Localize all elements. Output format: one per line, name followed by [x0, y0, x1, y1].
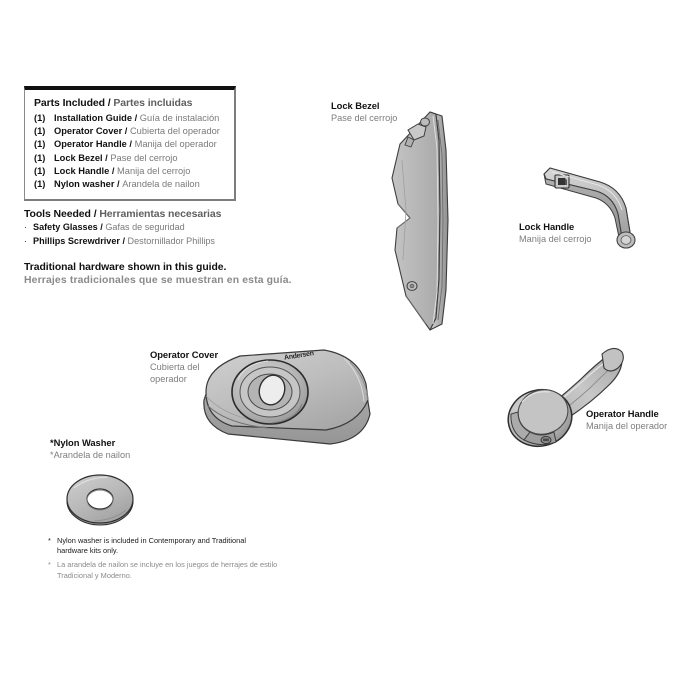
- part-name-es: Pase del cerrojo: [110, 152, 178, 163]
- tools-needed-title: Tools Needed / Herramientas necesarias: [24, 208, 304, 220]
- callout-label-es: Pase del cerrojo: [331, 113, 398, 123]
- callout-label-es: Manija del cerrojo: [519, 234, 592, 244]
- parts-list-item: (1)Operator Cover / Cubierta del operado…: [34, 125, 225, 138]
- tools-list-item: ·Safety Glasses / Gafas de seguridad: [24, 222, 185, 232]
- footnote-es: * La arandela de nailon se incluye en los…: [48, 560, 278, 580]
- part-name-en: Nylon washer: [54, 179, 115, 190]
- footnote-en: * Nylon washer is included in Contemporar…: [48, 536, 278, 556]
- part-name-en: Lock Bezel: [54, 152, 103, 163]
- callout-label-en: Operator Cover: [150, 349, 219, 360]
- tools-title-separator: /: [90, 208, 100, 220]
- callout-operator-cover: Operator Cover Cubierta del operador: [150, 349, 218, 385]
- tool-name-es: Gafas de seguridad: [105, 222, 185, 232]
- parts-title-es: Partes incluidas: [113, 97, 193, 109]
- part-name-es: Cubierta del operador: [129, 126, 220, 137]
- part-quantity: (1): [34, 179, 46, 190]
- callout-label-es-line1: Cubierta del: [150, 362, 200, 372]
- callout-label-es: *Arandela de nailon: [50, 450, 131, 460]
- callout-operator-handle: Operator Handle Manija del operador: [586, 408, 667, 432]
- traditional-hardware-note: Traditional hardware shown in this guide…: [24, 262, 354, 286]
- tools-list-item: ·Phillips Screwdriver / Destornillador P…: [24, 236, 215, 246]
- bullet-icon: ·: [24, 222, 28, 232]
- part-quantity: (1): [34, 152, 46, 163]
- part-quantity: (1): [34, 126, 46, 137]
- part-name-en: Installation Guide: [54, 113, 132, 123]
- operator-handle-drawing: [498, 340, 628, 455]
- callout-label-en: Lock Handle: [519, 221, 575, 232]
- callout-label-en: Lock Bezel: [331, 100, 380, 111]
- nylon-washer-drawing: [60, 470, 140, 528]
- part-quantity: (1): [34, 165, 46, 176]
- callout-label-en: *Nylon Washer: [50, 437, 116, 448]
- part-name-en: Operator Handle: [54, 139, 127, 150]
- tool-name-es: Destornillador Phillips: [127, 236, 215, 246]
- callout-label-es-line2: operador: [150, 374, 187, 384]
- tools-needed-block: Tools Needed / Herramientas necesarias ·…: [24, 208, 304, 248]
- part-name-es: Manija del operador: [134, 139, 217, 150]
- parts-title-en: Parts Included: [34, 97, 105, 109]
- callout-lock-bezel: Lock Bezel Pase del cerrojo: [331, 100, 397, 124]
- parts-list-item: (1)Lock Bezel / Pase del cerrojo: [34, 152, 225, 165]
- asterisk-icon: *: [48, 536, 51, 545]
- parts-list-item: (1)Nylon washer / Arandela de nailon: [34, 178, 225, 191]
- tools-title-en: Tools Needed: [24, 208, 91, 220]
- traditional-note-es: Herrajes tradicionales que se muestran e…: [24, 275, 292, 286]
- tools-title-es: Herramientas necesarias: [99, 208, 222, 220]
- parts-title-separator: /: [104, 97, 114, 109]
- part-quantity: (1): [34, 139, 46, 150]
- parts-included-box: Parts Included / Partes incluidas (1) Ins…: [24, 86, 236, 202]
- lock-bezel-drawing: [370, 100, 470, 340]
- parts-list-item: (1)Operator Handle / Manija del operador: [34, 138, 225, 151]
- part-quantity: (1): [34, 113, 46, 123]
- tool-name-en: Phillips Screwdriver: [33, 236, 120, 246]
- footnote-text: Nylon washer is included in Contemporary…: [57, 536, 246, 556]
- part-name-en: Lock Handle: [54, 165, 110, 176]
- callout-lock-handle: Lock Handle Manija del cerrojo: [519, 221, 592, 245]
- footnote-text: La arandela de nailon se incluye en los …: [57, 560, 278, 580]
- parts-list-item: (1)Installation Guide / Guía de instalac…: [34, 112, 225, 125]
- operator-cover-drawing: Andersen: [198, 328, 378, 453]
- callout-nylon-washer: *Nylon Washer *Arandela de nailon: [50, 437, 130, 461]
- tool-name-en: Safety Glasses: [33, 222, 98, 232]
- callout-label-en: Operator Handle: [586, 408, 659, 419]
- part-name-es: Guía de instalación: [139, 113, 220, 123]
- part-name-es: Manija del cerrojo: [117, 165, 191, 176]
- bullet-icon: ·: [24, 236, 28, 246]
- svg-text:Andersen: Andersen: [284, 350, 315, 362]
- parts-list-item: (1)Lock Handle / Manija del cerrojo: [34, 165, 225, 178]
- parts-included-title: Parts Included / Partes incluidas: [34, 97, 225, 109]
- footnotes-block: * Nylon washer is included in Contemporar…: [48, 536, 278, 585]
- callout-label-es: Manija del operador: [586, 421, 668, 431]
- lock-handle-drawing: [538, 150, 648, 260]
- asterisk-icon: *: [48, 560, 51, 570]
- part-name-en: Operator Cover: [54, 126, 123, 137]
- traditional-note-en: Traditional hardware shown in this guide…: [24, 262, 227, 273]
- part-name-es: Arandela de nailon: [122, 179, 200, 190]
